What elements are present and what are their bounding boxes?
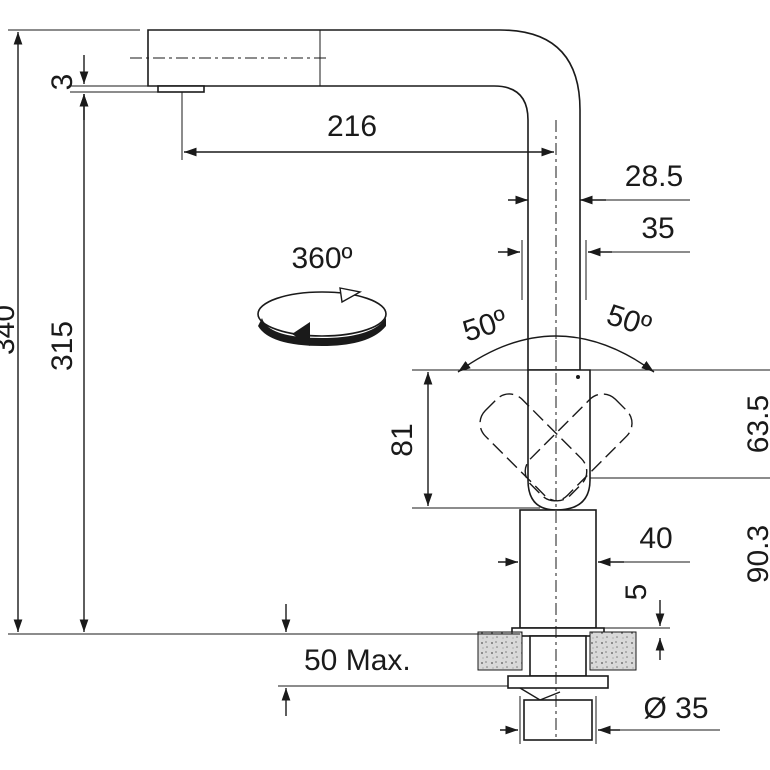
- clamp: [519, 687, 561, 701]
- dim-label-81: 81: [386, 423, 419, 456]
- dim-label-340: 340: [0, 305, 21, 355]
- faucet-body: [147, 29, 609, 741]
- dim-label-90-3: 90.3: [742, 525, 770, 583]
- lower-column: [519, 509, 597, 629]
- spray-outlet: [157, 85, 205, 93]
- dim-label-5: 5: [620, 584, 653, 601]
- dim-label-50-left: 50º: [459, 303, 511, 348]
- dim-label-28-5: 28.5: [625, 160, 683, 193]
- hose: [523, 699, 593, 741]
- dim-label-315: 315: [46, 321, 79, 371]
- rotate-360-icon: [257, 287, 387, 346]
- angle-arc: [457, 335, 655, 373]
- dim-label-3: 3: [46, 74, 79, 91]
- dim-label-diameter: Ø 35: [643, 692, 708, 725]
- handle-pivot: [576, 375, 580, 379]
- handle-swing-right: [524, 393, 633, 502]
- shank: [529, 635, 587, 677]
- dim-label-50-max: 50 Max.: [304, 644, 411, 677]
- dim-label-35: 35: [641, 212, 674, 245]
- dim-label-40: 40: [639, 522, 672, 555]
- dim-label-360: 360º: [291, 242, 352, 275]
- handle-swing-left: [479, 393, 588, 502]
- countertop-right: [589, 631, 637, 671]
- countertop-left: [477, 631, 523, 671]
- dim-label-63-5: 63.5: [742, 395, 770, 453]
- dim-label-216: 216: [327, 110, 377, 143]
- shank-nut: [507, 675, 609, 689]
- spout-head: [147, 29, 581, 371]
- dim-label-50-right: 50º: [603, 298, 655, 343]
